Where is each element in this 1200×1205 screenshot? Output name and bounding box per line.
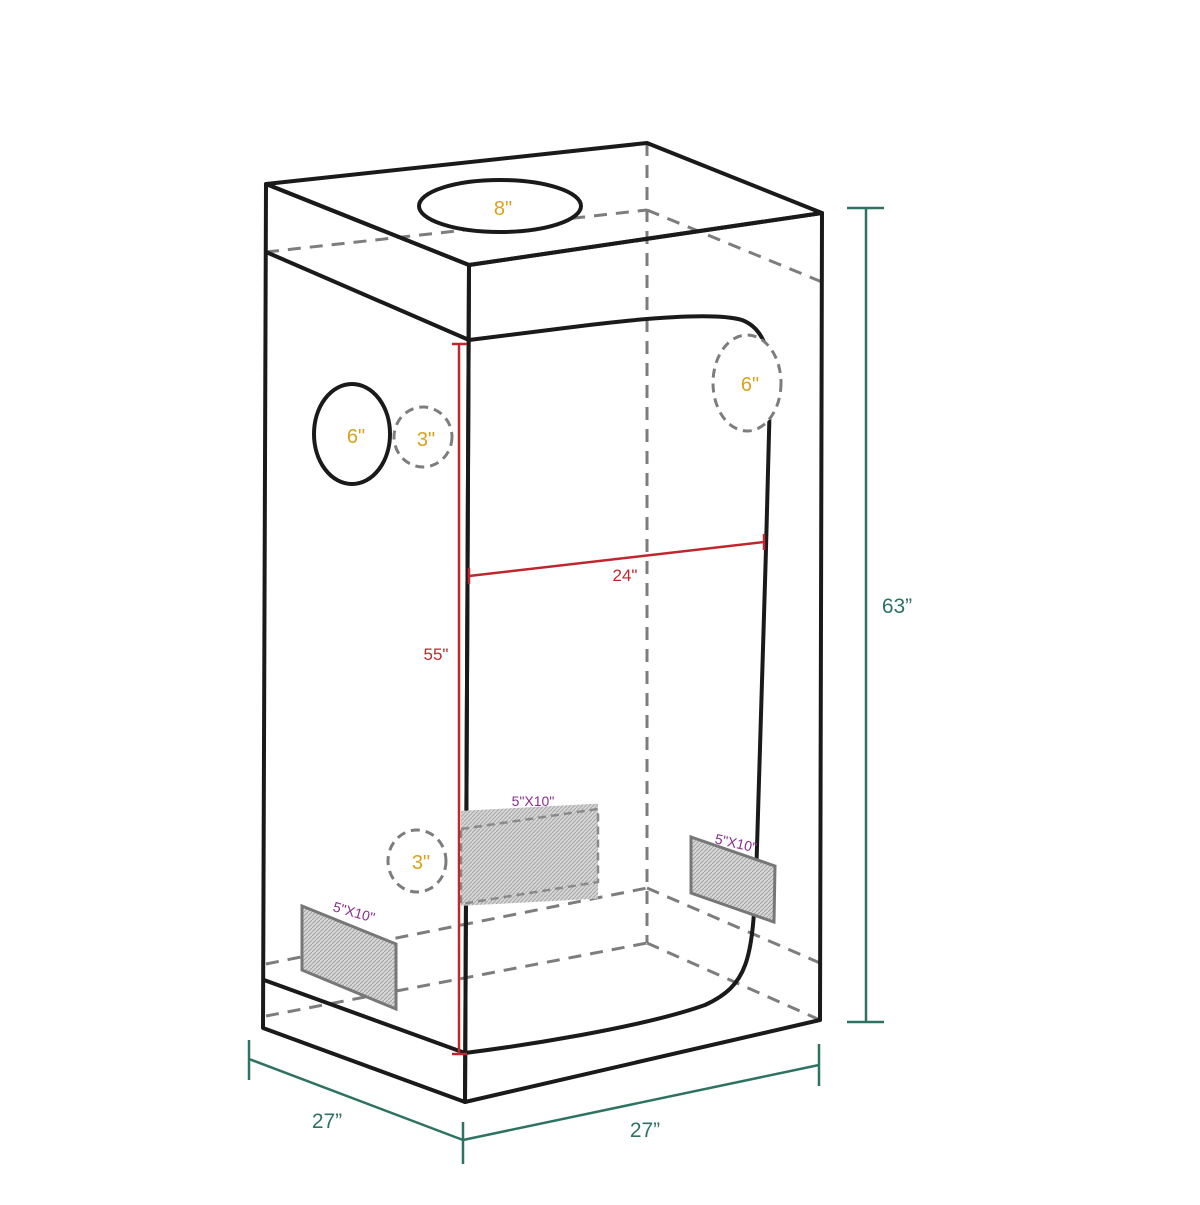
vent-front-center: [459, 803, 600, 906]
left-small-port-upper-circle: [392, 405, 454, 469]
back-top-frame-right: [646, 208, 823, 284]
vent-mesh: [461, 803, 598, 906]
left-large-port-label: 6": [347, 426, 365, 448]
door-width-label: 24": [613, 566, 638, 585]
top-port-circle: [417, 178, 583, 234]
back-bottom-edge-right: [646, 941, 821, 1022]
floor-frame-right: [646, 886, 821, 965]
vent-front-center-label: 5"X10": [512, 793, 555, 809]
right-port-label: 6": [741, 374, 759, 396]
vent-left-panel: [300, 903, 398, 1012]
top-port-label: 8": [494, 198, 512, 220]
left-small-port-lower-circle: [386, 828, 448, 894]
left-small-port-lower-label: 3": [412, 852, 430, 874]
door-width-dimension: [467, 534, 766, 584]
total-height-dimension: [847, 206, 884, 1024]
back-top-frame-left: [265, 208, 648, 254]
depth-dimension: [247, 1040, 465, 1164]
door-zipper-edge: [463, 393, 772, 1055]
right-port-circle: [711, 333, 783, 433]
width-label: 27”: [630, 1119, 660, 1142]
total-height-label: 63”: [882, 595, 912, 618]
left-top-frame: [264, 250, 471, 342]
left-large-port-circle: [312, 382, 392, 486]
door-height-dimension: [452, 342, 467, 1056]
depth-label: 27”: [312, 1110, 342, 1133]
vent-right-panel: [689, 834, 777, 925]
door-height-label: 55": [424, 645, 449, 664]
left-small-port-upper-label: 3": [417, 429, 435, 451]
hidden-edges: [265, 143, 823, 1022]
left-bottom-frame: [262, 978, 467, 1055]
width-dimension: [462, 1044, 821, 1142]
